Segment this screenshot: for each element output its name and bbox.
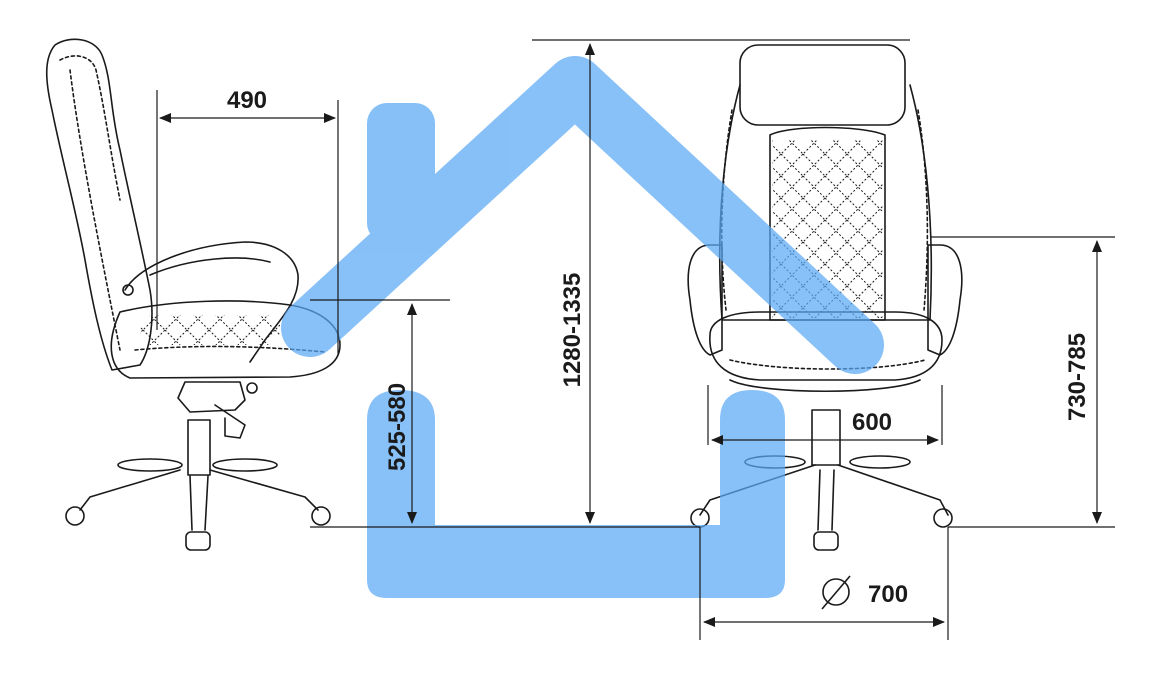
total-height-label: 1280-1335 (559, 273, 586, 388)
diameter-icon (821, 575, 851, 610)
width-label: 600 (852, 409, 892, 436)
side-caster-front (185, 531, 211, 551)
dimension-lines (156, 39, 1115, 640)
watermark-chimney (367, 103, 435, 243)
side-mechanism (177, 381, 246, 413)
watermark-walls (367, 390, 785, 598)
front-gas-column (811, 409, 841, 466)
front-caster-right (933, 508, 953, 528)
side-caster-right (311, 506, 331, 526)
base-diameter-label: 700 (868, 581, 908, 608)
side-caster-left (65, 506, 85, 526)
seat-height-label: 525-580 (384, 383, 411, 471)
front-caster-left (690, 508, 710, 528)
front-seat (709, 311, 943, 381)
armrest-height-label: 730-785 (1064, 333, 1091, 421)
watermark-roof (281, 56, 884, 374)
side-base (79, 469, 319, 531)
side-view-chair (45, 38, 341, 551)
side-seat (110, 300, 341, 379)
front-headrest (739, 44, 906, 126)
depth-label: 490 (227, 87, 267, 114)
front-armrest-left (687, 244, 723, 356)
front-caster-front (813, 531, 839, 551)
side-gas-column (187, 419, 211, 476)
front-armrest-right (927, 244, 963, 356)
house-icon (281, 56, 884, 598)
front-base (699, 464, 949, 531)
